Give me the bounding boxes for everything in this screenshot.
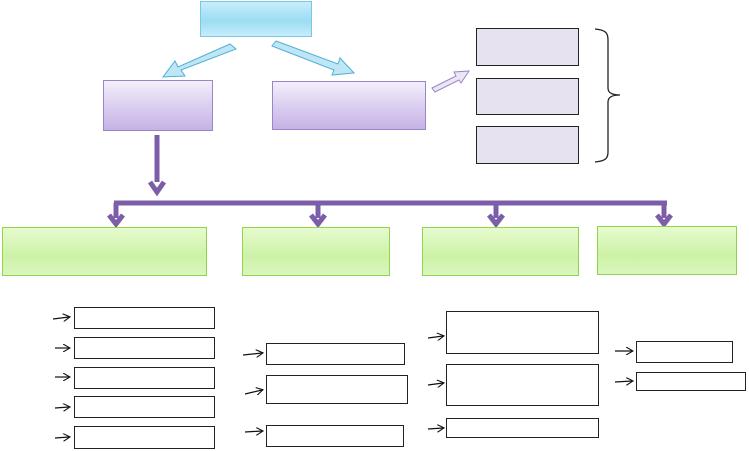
leaf-3-2 [446, 364, 599, 406]
leaf-2-1 [266, 343, 405, 365]
pointer-1d [54, 407, 69, 408]
leaf-1-1 [74, 307, 215, 329]
drop-4-head [655, 213, 673, 229]
side-list-item-3 [476, 126, 579, 164]
leaf-2-2 [266, 375, 408, 404]
pointer-2c [244, 431, 262, 432]
arrow-to-side-list [431, 70, 470, 93]
green-node-1 [2, 227, 207, 276]
pointer-2b [244, 390, 262, 394]
leaf-2-3 [266, 425, 404, 447]
pointer-4b [614, 381, 632, 382]
pointer-2a [242, 353, 262, 355]
arrow-top-to-left [161, 43, 237, 78]
green-node-3 [422, 227, 579, 276]
side-list-bracket [594, 28, 621, 163]
leaf-4-2 [636, 372, 746, 391]
right-purple-node [272, 81, 426, 130]
arrow-top-to-right [271, 40, 356, 76]
drop-3-head [487, 213, 505, 229]
left-purple-node [103, 80, 213, 131]
leaf-1-3 [74, 367, 215, 389]
green-node-4 [597, 226, 737, 275]
drop-2-head [309, 213, 327, 229]
side-list-item-2 [476, 78, 579, 115]
pointer-1a [52, 317, 69, 319]
leaf-1-4 [74, 396, 215, 418]
pointer-3a [427, 336, 443, 338]
green-node-2 [242, 227, 390, 276]
pointer-3b [427, 383, 443, 385]
leaf-1-5 [74, 426, 215, 449]
top-node [200, 1, 312, 37]
pointer-3c [427, 428, 443, 429]
leaf-1-2 [74, 337, 215, 359]
side-list-item-1 [476, 28, 579, 66]
leaf-3-3 [446, 418, 599, 438]
pointer-1e [54, 437, 69, 438]
leaf-4-1 [636, 341, 733, 363]
leaf-3-1 [446, 311, 599, 354]
trunk-arrowhead [147, 180, 167, 197]
drop-1-head [107, 213, 125, 229]
